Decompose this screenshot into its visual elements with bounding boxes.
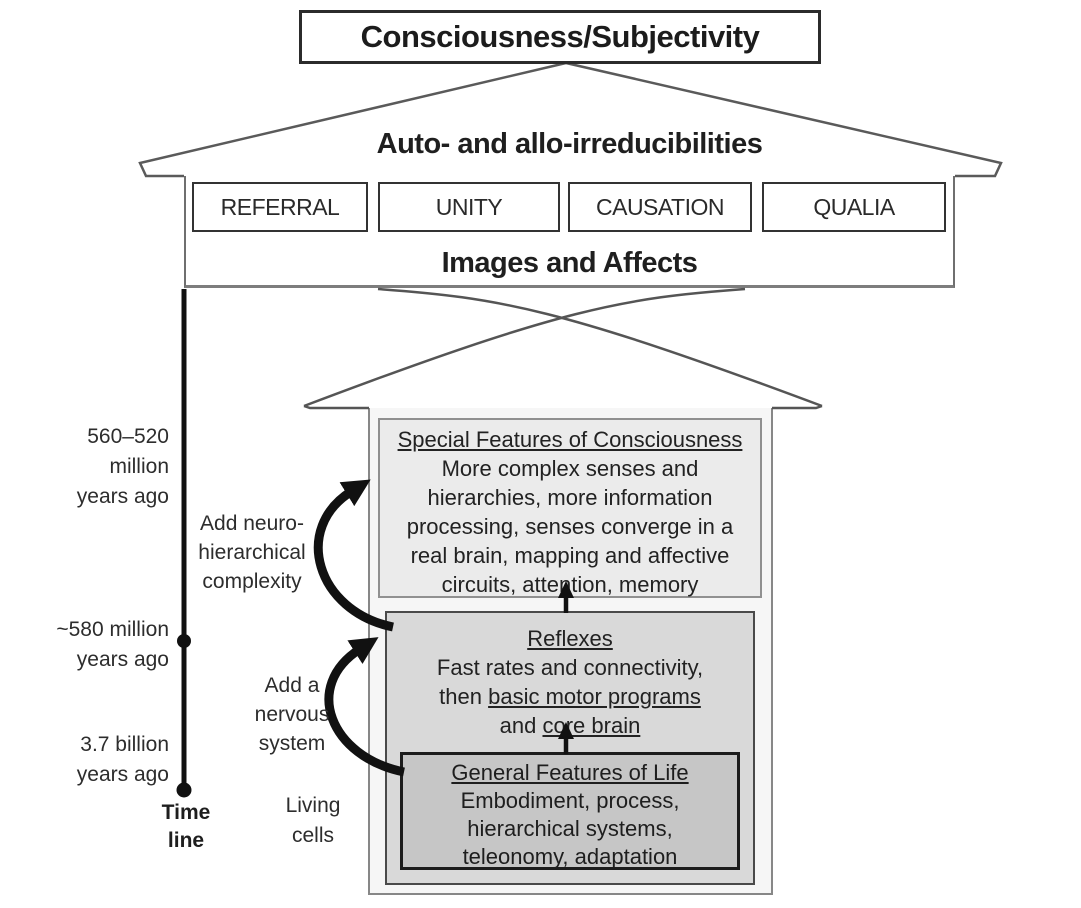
special-features-box: Special Features of Consciousness More c… xyxy=(378,418,762,598)
category-label: CAUSATION xyxy=(596,193,724,220)
timeline-dot-3-7bya xyxy=(176,782,192,798)
irreducibilities-header-text: Auto- and allo-irreducibilities xyxy=(376,127,763,160)
timeline-marker-560-520mya: 560–520 million years ago xyxy=(76,425,169,508)
special-features-title: Special Features of Consciousness xyxy=(397,427,743,452)
title-box: Consciousness/Subjectivity xyxy=(299,10,821,64)
reflexes-line2-pre: then xyxy=(439,684,489,709)
general-features-title: General Features of Life xyxy=(451,760,689,785)
reflexes-title: Reflexes xyxy=(527,626,613,651)
images-affects-header: Images and Affects xyxy=(186,246,953,280)
timeline-caption: Time line xyxy=(161,801,211,852)
lower-roof-shoulder-right xyxy=(772,404,823,410)
category-label: UNITY xyxy=(435,193,503,220)
annotation-add-nervous-system: Add a nervous system xyxy=(254,674,330,755)
timeline-marker-3-7bya: 3.7 billion years ago xyxy=(76,733,169,786)
timeline-dot-580mya xyxy=(177,634,191,648)
general-features-box: General Features of Life Embodiment, pro… xyxy=(400,752,740,870)
diagram-title: Consciousness/Subjectivity xyxy=(360,19,760,54)
reflexes-core-brain: core brain xyxy=(542,713,641,738)
irreducibilities-header: Auto- and allo-irreducibilities xyxy=(186,128,953,160)
reflexes-line1: Fast rates and connectivity, xyxy=(436,655,704,680)
general-features-body: Embodiment, process, hierarchical system… xyxy=(460,788,680,869)
category-box-causation: CAUSATION xyxy=(568,182,752,232)
reflexes-basic-motor-programs: basic motor programs xyxy=(488,684,701,709)
lower-roof-shoulder-left xyxy=(303,404,369,410)
category-box-referral: REFERRAL xyxy=(192,182,368,232)
images-affects-header-text: Images and Affects xyxy=(441,246,698,279)
reflexes-line3-pre: and xyxy=(499,713,543,738)
category-box-qualia: QUALIA xyxy=(762,182,946,232)
crossing-curve-left-to-right xyxy=(377,287,823,408)
annotation-living-cells: Living cells xyxy=(285,794,341,847)
special-features-body: More complex senses and hierarchies, mor… xyxy=(406,456,734,597)
category-label: REFERRAL xyxy=(220,193,340,220)
crossing-curve-right-to-left xyxy=(303,287,746,408)
category-label: QUALIA xyxy=(813,193,895,220)
category-box-unity: UNITY xyxy=(378,182,560,232)
annotation-add-neurohierarchical-complexity: Add neuro- hierarchical complexity xyxy=(198,512,306,593)
timeline-marker-580mya: ~580 million years ago xyxy=(56,618,169,671)
